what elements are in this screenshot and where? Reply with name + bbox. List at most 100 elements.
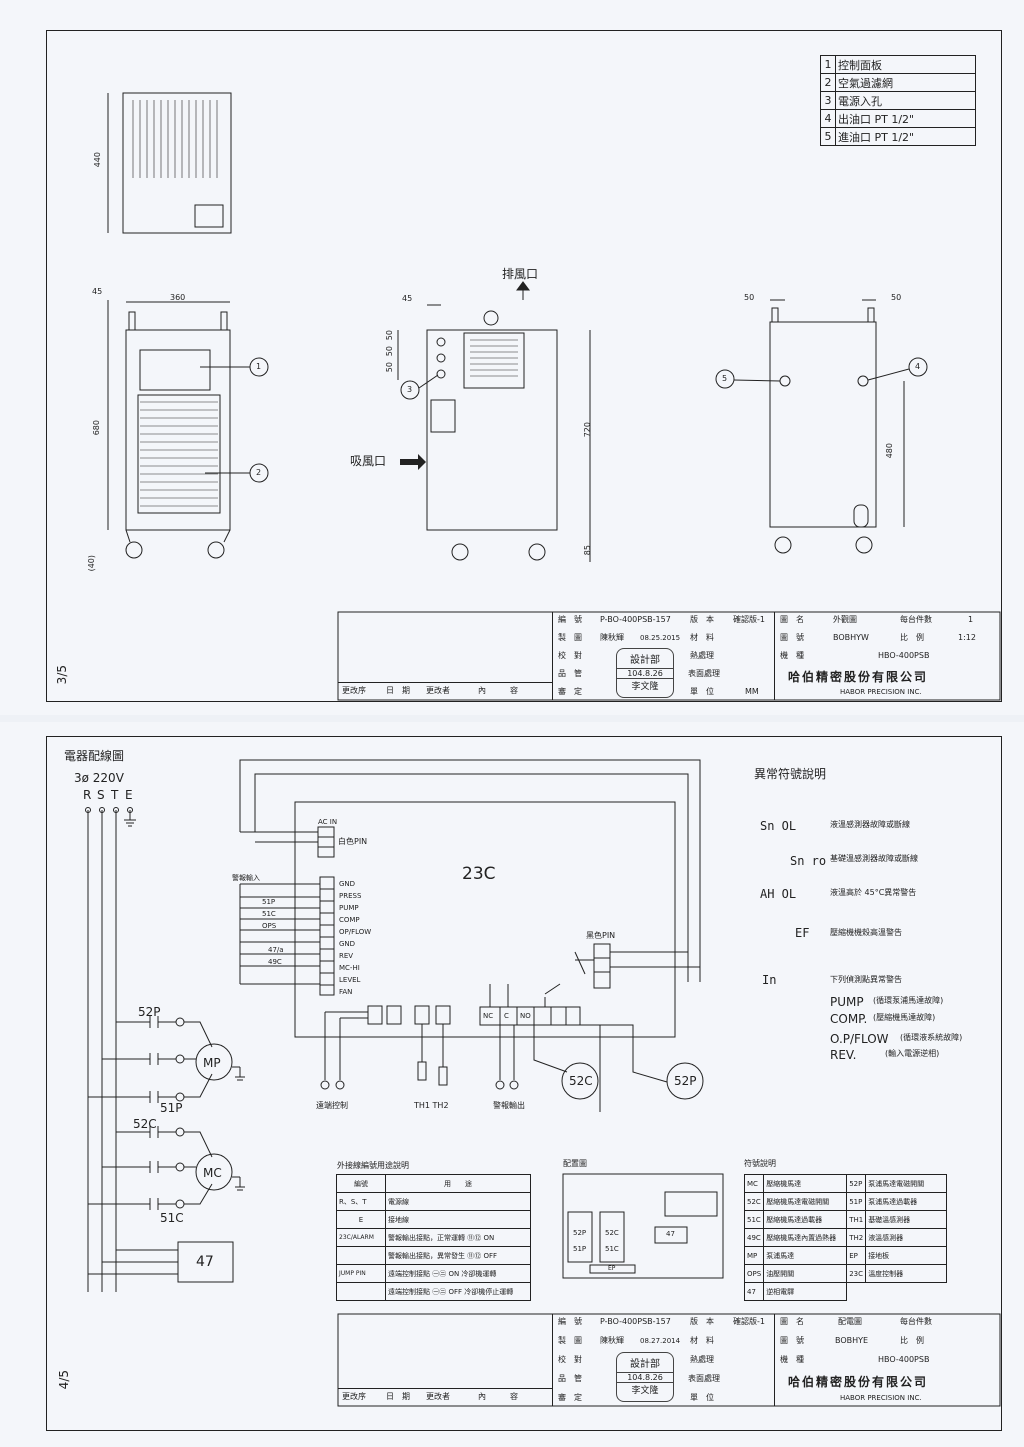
motor-mc: MC: [203, 1166, 222, 1180]
error-code: In: [762, 973, 777, 987]
dim-40: (40): [87, 555, 96, 572]
detect-name: COMP.: [830, 1012, 868, 1026]
dim-480: 480: [885, 443, 894, 459]
power-spec: 3ø 220V: [74, 771, 124, 785]
detect-name: O.P/FLOW: [830, 1032, 889, 1046]
revision-grid: 更改序 日 期 更改者 內 容: [338, 1314, 553, 1406]
part-no: 5: [820, 127, 836, 146]
terminal-rev: REV: [339, 952, 354, 960]
version: 確認版-1: [733, 615, 765, 624]
callout-3: 3: [407, 385, 413, 394]
no-label: NO: [520, 1012, 531, 1020]
relay-51p: 51P: [262, 898, 276, 906]
ext-use: 遠端控制接點 ㊀㊁ ON 冷卻機運轉: [385, 1264, 531, 1283]
ext-code: [336, 1246, 386, 1265]
model: HBO-400PSB: [878, 1355, 930, 1364]
model-label: 機 種: [780, 1355, 804, 1364]
qty-label: 每台件數: [900, 615, 932, 624]
sym-code: OPS: [743, 1264, 765, 1283]
relay-47: 47: [196, 1254, 214, 1270]
drawn-by: 陳秋輝: [600, 633, 624, 642]
dwg-no: BOBHYW: [833, 633, 869, 642]
sym-code: EP: [846, 1246, 867, 1265]
stamp-name: 李文隆: [631, 682, 659, 692]
sym-code: MP: [743, 1246, 765, 1265]
part-no: 4: [820, 109, 836, 128]
coil-52p: 52P: [674, 1074, 697, 1088]
layout-52c: 52C: [605, 1229, 619, 1237]
sym-desc: 泵浦馬達過載器: [865, 1192, 948, 1211]
th-label: TH1 TH2: [414, 1101, 449, 1110]
detect-name: PUMP: [830, 995, 864, 1009]
layout-51p: 51P: [573, 1245, 587, 1253]
detect-desc: (輸入電源逆相): [885, 1049, 940, 1058]
error-code: EF: [795, 926, 810, 940]
part-name: 進油口 PT 1/2": [835, 127, 976, 146]
dim-back-50-a: 50: [744, 293, 755, 302]
dim-top-height: 440: [93, 152, 102, 168]
c-label: C: [504, 1012, 509, 1020]
label-intake: 吸風口: [350, 454, 387, 468]
layout-52p: 52P: [573, 1229, 587, 1237]
drawing-no-label: 編 號: [558, 615, 582, 624]
part-no: 2: [820, 73, 836, 92]
part-no: 3: [820, 91, 836, 110]
ext-use: 電源線: [385, 1192, 531, 1211]
terminal-gnd: GND: [339, 880, 356, 888]
drawn-date: 08.27.2014: [640, 1337, 681, 1345]
dim-680: 680: [92, 420, 101, 436]
sym-code: 51C: [743, 1210, 765, 1229]
rev-header-by: 更改者: [426, 686, 450, 695]
stamp-dept: 設計部: [630, 655, 660, 666]
drawn-by: 陳秋輝: [600, 1336, 624, 1345]
drawing-no: P-BO-400PSB-157: [600, 615, 671, 624]
error-title: 異常符號說明: [754, 767, 827, 781]
stamp-date: 104.8.26: [617, 668, 673, 679]
symbol-title: 符號說明: [744, 1159, 776, 1168]
dwg-no: BOBHYE: [835, 1336, 869, 1345]
scale-label: 比 例: [900, 633, 924, 642]
sym-code: 49C: [743, 1228, 765, 1247]
ext-code: [336, 1282, 386, 1301]
terminal-level: LEVEL: [339, 976, 361, 984]
contact-51p: 51P: [160, 1101, 183, 1115]
rev-header-date: 日 期: [386, 686, 410, 695]
detect-name: REV.: [830, 1048, 857, 1062]
approval-stamp: 設計部 104.8.26 李文隆: [616, 648, 674, 698]
wiring-lines: [85, 759, 1001, 1407]
dim-width-360: 360: [170, 293, 186, 302]
header-use: 用 途: [385, 1174, 531, 1193]
name-label: 圖 名: [780, 1317, 804, 1326]
layout-51c: 51C: [605, 1245, 619, 1253]
black-pin-label: 黑色PIN: [586, 931, 616, 940]
table-row: 遠端控制接點 ㊀㊁ OFF 冷卻機停止運轉: [336, 1282, 531, 1301]
exterior-drawing-lines: [107, 92, 1001, 701]
ext-code: 23C/ALARM: [336, 1228, 386, 1247]
callout-1: 1: [256, 362, 262, 371]
revision-grid: 更改序 日 期 更改者 內 容: [338, 612, 553, 700]
ext-code: E: [336, 1210, 386, 1229]
dim-85: 85: [583, 545, 592, 556]
material-label: 材 料: [690, 1336, 714, 1345]
dim-side-45: 45: [402, 294, 413, 303]
terminal-fan: FAN: [339, 988, 353, 996]
stamp-date: 104.8.26: [617, 1372, 673, 1383]
part-no: 1: [820, 55, 836, 74]
sym-code: 52P: [846, 1174, 867, 1193]
drawing-frame: [46, 30, 1002, 702]
relay-51c: 51C: [262, 910, 276, 918]
version: 確認版-1: [733, 1317, 765, 1326]
mgmt-label: 品 管: [558, 1374, 582, 1383]
alarm-input-label: 警報輸入: [232, 874, 260, 882]
title-block: 更改序 日 期 更改者 內 容 編 號 P-BO-400PSB-157 版 本 …: [338, 1314, 1000, 1406]
sym-desc: 泵浦馬達電磁開關: [865, 1174, 948, 1193]
